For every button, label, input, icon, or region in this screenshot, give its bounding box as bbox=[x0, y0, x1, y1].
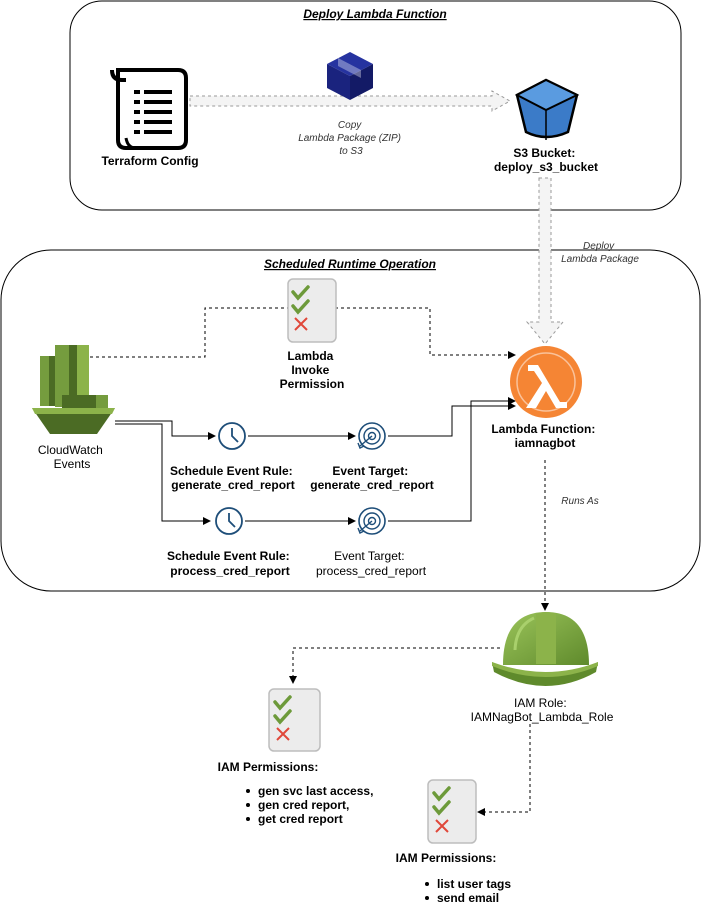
target-generate-label: Event Target: generate_cred_report bbox=[310, 464, 433, 492]
iam-permissions-2-list: list user tags send email bbox=[425, 877, 511, 905]
checklist-icon bbox=[287, 278, 337, 343]
list-item: gen svc last access, bbox=[258, 784, 373, 798]
scroll-icon bbox=[110, 68, 188, 150]
deploy-group-container bbox=[69, 0, 682, 211]
cw-to-process-rule-edge bbox=[115, 423, 211, 525]
list-item: send email bbox=[437, 891, 499, 905]
iam-permissions-2-title: IAM Permissions: bbox=[396, 851, 497, 865]
iam-permissions-1-title: IAM Permissions: bbox=[218, 760, 319, 774]
target-icon bbox=[357, 507, 386, 535]
target-icon bbox=[357, 422, 386, 450]
package-cube-icon bbox=[327, 52, 373, 100]
role-to-permissions1-edge bbox=[289, 647, 500, 684]
list-item: gen cred report, bbox=[258, 798, 349, 812]
checklist-icon bbox=[268, 688, 321, 752]
invoke-permission-label: Lambda Invoke Permission bbox=[280, 349, 345, 391]
iam-permissions-1-list: gen svc last access, gen cred report, ge… bbox=[246, 784, 373, 826]
process-target-to-lambda-edge bbox=[388, 397, 516, 522]
copy-arrow bbox=[189, 90, 512, 112]
target-process-label: Event Target: process_cred_report bbox=[316, 549, 427, 578]
rule-process-label: Schedule Event Rule: process_cred_report bbox=[167, 549, 293, 578]
cloudwatch-label: CloudWatch Events bbox=[38, 443, 106, 471]
s3-bucket-icon bbox=[514, 78, 580, 140]
deploy-arrow bbox=[525, 177, 565, 345]
clock-icon bbox=[215, 507, 243, 535]
runtime-group-container bbox=[0, 249, 701, 592]
list-item: list user tags bbox=[437, 877, 511, 891]
terraform-label: Terraform Config bbox=[101, 154, 198, 168]
hard-hat-icon bbox=[492, 612, 598, 686]
deploy-edge-label: Deploy Lambda Package bbox=[561, 241, 639, 265]
iam-role-label: IAM Role: IAMNagBot_Lambda_Role bbox=[471, 696, 614, 724]
lambda-icon bbox=[510, 346, 582, 418]
cw-to-generate-rule-edge bbox=[115, 420, 216, 440]
clock-icon bbox=[218, 422, 246, 450]
rule-generate-label: Schedule Event Rule: generate_cred_repor… bbox=[170, 464, 296, 492]
runtime-group-title: Scheduled Runtime Operation bbox=[264, 257, 436, 271]
role-to-permissions2-edge bbox=[477, 724, 531, 816]
s3-bucket-label: S3 Bucket: deploy_s3_bucket bbox=[494, 146, 598, 174]
deploy-group-title: Deploy Lambda Function bbox=[303, 7, 446, 21]
generate-target-to-lambda-edge bbox=[388, 402, 516, 437]
checklist-icon bbox=[427, 779, 477, 844]
runs-as-label: Runs As bbox=[561, 496, 598, 507]
cloudwatch-icon bbox=[32, 345, 115, 434]
list-item: get cred report bbox=[258, 812, 343, 826]
copy-edge-label: Copy Lambda Package (ZIP) to S3 bbox=[298, 120, 404, 157]
lambda-function-label: Lambda Function: iamnagbot bbox=[491, 422, 598, 450]
